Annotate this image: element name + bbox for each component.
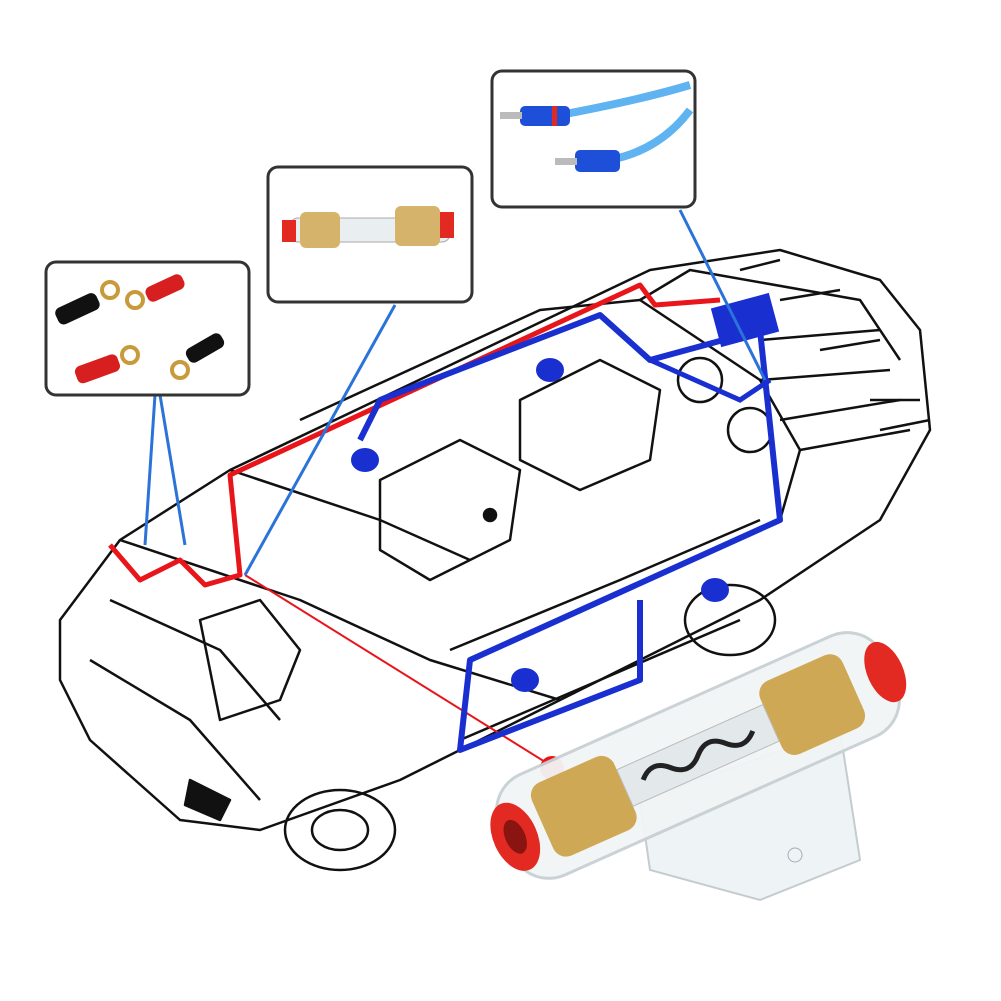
callout-spade-terminals: [44, 260, 251, 397]
callout-inline-fuse: [266, 165, 474, 304]
callout-pointers: [143, 209, 767, 576]
speaker-wire: [357, 312, 783, 753]
callout-rca-cable: [490, 69, 697, 209]
speakers: [351, 358, 729, 692]
rca-plug-icon: [500, 81, 694, 172]
spade-terminal-icon: [55, 274, 225, 384]
power-wire: [108, 282, 721, 588]
glass-fuse-icon: [282, 206, 454, 248]
car-outline: [58, 248, 932, 872]
fuse-holder-icon: [490, 631, 907, 902]
